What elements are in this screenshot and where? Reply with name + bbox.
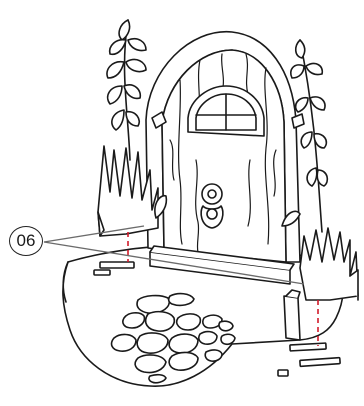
- door-panel: [146, 32, 304, 262]
- callout-number-06: 06: [9, 226, 43, 256]
- left-vine: [107, 20, 146, 160]
- right-grass: [300, 228, 358, 300]
